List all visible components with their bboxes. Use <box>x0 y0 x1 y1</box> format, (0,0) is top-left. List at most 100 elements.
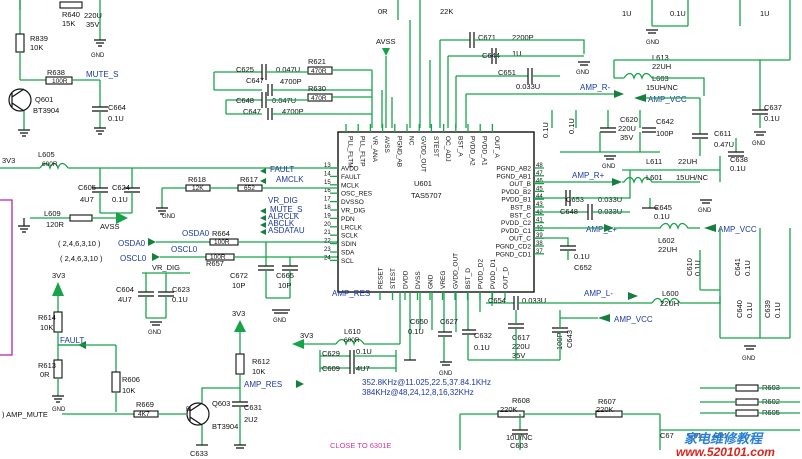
pin-name-bottom: OUT_D <box>503 267 510 289</box>
pin-name-bottom: DVSS <box>415 271 422 289</box>
pin-num-right: 41 <box>536 218 543 224</box>
net-oscl0: OSCL0 <box>120 254 147 263</box>
gnd-label-5: GND <box>162 214 176 220</box>
gnd-label-10: GND <box>646 40 660 46</box>
value-c644: 1U <box>512 49 522 58</box>
label-r638: R638 <box>47 68 65 77</box>
value-c604: 4U7 <box>118 295 132 304</box>
pin-name-left: LRCLK <box>341 224 363 231</box>
label-r664: R664 <box>212 229 230 238</box>
resistor-r605 <box>735 409 759 417</box>
label-r657: R657 <box>206 259 224 268</box>
label-c671: C671 <box>478 33 496 42</box>
value-c645: 0.1U <box>654 212 670 221</box>
value-r664: 100R <box>214 239 230 246</box>
value-c642: 100P <box>656 129 674 138</box>
pin-name-top: OC_ADJ <box>444 136 451 162</box>
pin-name-left: OSC_RES <box>341 191 373 198</box>
net-amp-res-left: AMP_RES <box>244 380 282 389</box>
gnd-label-1: GND <box>91 53 105 59</box>
gnd-label-2: GND <box>273 318 287 324</box>
pin-name-right: BST_C <box>510 212 531 219</box>
pin-name-right: PGND_CD2 <box>496 244 532 251</box>
pin-name-right: PGND_AB2 <box>496 166 531 173</box>
label-l613: L613 <box>652 53 669 62</box>
value-22k-top: 22K <box>440 7 453 16</box>
pin-name-top: PGND_AB <box>395 136 402 167</box>
value-c605: 4U7 <box>80 195 94 204</box>
label-q601: Q601 <box>35 95 53 104</box>
label-r608: R608 <box>512 396 530 405</box>
resistor-r839 <box>15 33 25 53</box>
inductor-l609 <box>69 214 93 222</box>
watermark: 家电维修教程 www.520101.com <box>676 431 775 459</box>
resistor-r606 <box>111 371 121 393</box>
chip-u601: U601 TAS5707 AVDD13FAULT14MCLK15OSC_RES1… <box>324 124 544 300</box>
value-q603: BT3904 <box>212 422 238 431</box>
value-c629: 0.1U <box>356 347 372 356</box>
label-c650c: 0.1U <box>567 118 576 134</box>
label-c625: C625 <box>236 65 254 74</box>
label-l611: L611 <box>646 157 662 166</box>
label-r613: R613 <box>38 361 56 370</box>
value-c647a: 4700P <box>280 77 302 86</box>
pin-name-left: DVSSO <box>341 199 364 206</box>
label-c640: C640 <box>735 300 744 318</box>
label-l605: L605 <box>38 150 55 159</box>
value-c637: 0.1U <box>764 114 780 123</box>
pin-q603-b: B <box>186 407 190 413</box>
value-c641: 0.1U <box>743 260 752 276</box>
net-vr-dig-2: VR_DIG <box>268 196 298 205</box>
pin-name-right: PVDD_B1 <box>501 197 531 204</box>
value-r669: 4K7 <box>138 411 150 418</box>
bottom-supply-section: 3V3 L610 600R C629 0.1U C609 4U7 C650 0.… <box>292 289 721 450</box>
pin-name-bottom: DVDD <box>403 270 410 289</box>
label-r630: R630 <box>308 84 326 93</box>
pin-name-top: OUT_A <box>493 136 500 158</box>
pin-name-top: PLL_FLTP <box>359 136 366 167</box>
top-01u: 0.1U <box>670 9 686 18</box>
value-c617-2: 35V <box>512 351 525 360</box>
label-r618: R618 <box>188 175 206 184</box>
label-c647b: C647 <box>243 107 261 116</box>
label-l602: L602 <box>658 236 675 245</box>
pin-num-right: 45 <box>536 186 543 192</box>
pin-name-right: PVDD_C1 <box>501 228 531 235</box>
value-r618: 12K <box>192 185 204 192</box>
pin-num-left: 17 <box>324 197 331 203</box>
label-c623: C623 <box>172 285 190 294</box>
chip-part: TAS5707 <box>411 191 442 200</box>
label-c639: C639 <box>763 300 772 318</box>
pin-name-left: SCL <box>341 258 354 265</box>
gnd-label-4: GND <box>52 407 66 413</box>
net-absclk: ABCLK <box>268 219 295 228</box>
net-avss-top: AVSS <box>376 37 395 46</box>
pin-name-top: AVSS <box>383 136 390 154</box>
pll-filter-section: C625 0.047U R621 470R C647 4700P C648 0.… <box>213 0 453 128</box>
value-c603: 10U/NC <box>506 433 533 442</box>
pin-name-top: PLL_FLTM <box>347 136 354 168</box>
gnd-label-8: GND <box>602 164 616 170</box>
pin-name-right: OUT_C <box>509 236 531 243</box>
pin-name-bottom: RESET <box>378 267 385 289</box>
value-r612: 10K <box>252 367 265 376</box>
top-1u-b: 1U <box>760 9 770 18</box>
net-osda0-2: OSDA0 <box>182 229 210 238</box>
pin-name-right: OUT_B <box>509 181 531 188</box>
analog-supply-section: 3V3 L605 600R C605 4U7 C624 0.1U L609 12… <box>0 150 330 356</box>
net-fault: FAULT <box>60 336 84 345</box>
pin-name-right: PGND_CD1 <box>496 251 532 258</box>
label-c641: C641 <box>733 258 742 276</box>
pin-name-left: AVDD <box>341 166 359 173</box>
value-c632top-2: 35V <box>86 20 99 29</box>
label-c645: C645 <box>654 203 672 212</box>
pin-name-top: NC <box>408 136 415 146</box>
pin-name-right: PGND_AB1 <box>496 173 531 180</box>
net-amp-vcc-c: AMP_VCC <box>614 315 653 324</box>
label-c633: C633 <box>190 449 208 458</box>
pin-num-right: 44 <box>536 194 543 200</box>
label-c638: C638 <box>730 155 748 164</box>
label-c617: C617 <box>512 333 530 342</box>
pin-name-bottom: BST_D <box>465 268 472 289</box>
label-c632: C632 <box>474 331 492 340</box>
